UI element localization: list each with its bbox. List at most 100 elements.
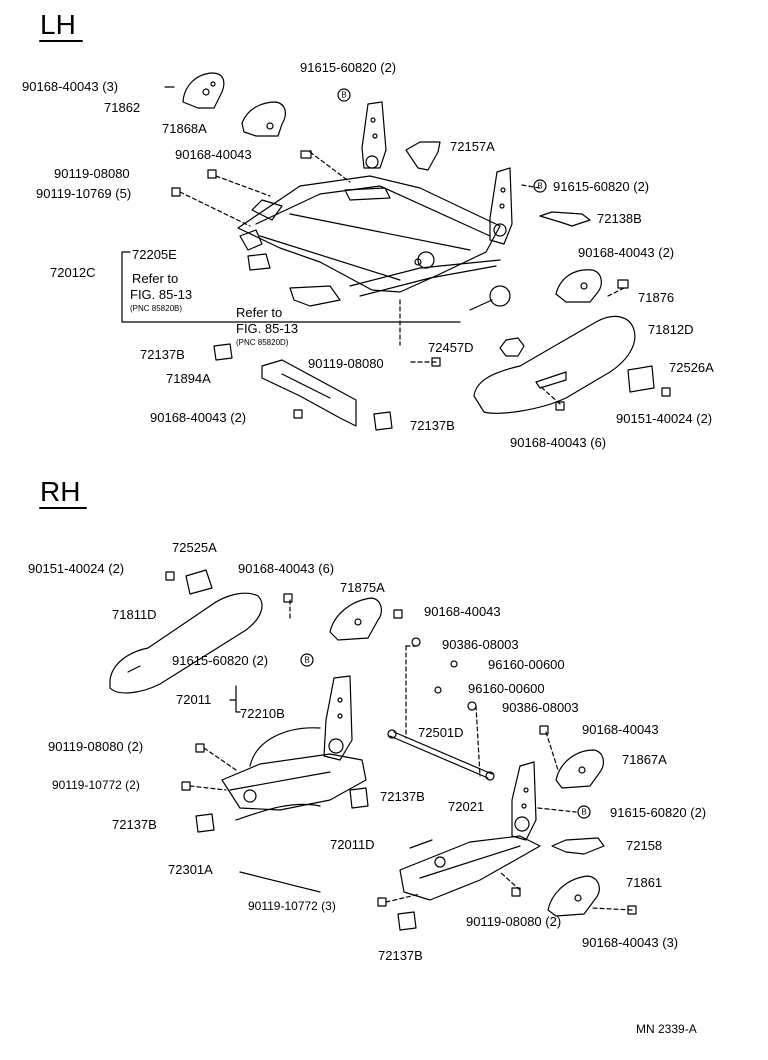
part-72501D-shape	[389, 735, 489, 779]
lh-part-4: 90119-08080	[54, 166, 130, 181]
lh-motor	[489, 285, 511, 307]
rh-part-16: 71867A	[622, 752, 667, 767]
part-71867A-shape	[555, 749, 604, 789]
rh-part-29: 72137B	[378, 948, 423, 963]
rh-part-3: 71875A	[340, 580, 385, 595]
lh-part-22: 90151-40024 (2)	[616, 411, 713, 426]
lh-switch-connector	[289, 285, 341, 307]
ref1-pnc: (PNC 85820B)	[130, 304, 183, 313]
lh-part-13: 71876	[638, 290, 675, 305]
ref2-line2: FIG. 85-13	[236, 321, 299, 336]
rh-left-recliner-arm	[323, 675, 353, 761]
part-71875A-shape	[329, 597, 382, 641]
lh-part-21: 72526A	[669, 360, 714, 375]
part-71862-shape	[182, 72, 225, 109]
part-71861-shape	[547, 875, 600, 917]
lh-part-18: 71894A	[166, 371, 211, 386]
diagram-code: MN 2339-A	[636, 1022, 697, 1036]
part-72526A-shape	[627, 365, 655, 393]
part-71811D-shape	[109, 592, 263, 694]
rh-clip-72137B-c	[397, 911, 417, 931]
lh-part-20: 72137B	[410, 418, 455, 433]
rh-part-28: 90168-40043 (3)	[582, 935, 679, 950]
part-72158-shape	[551, 837, 605, 855]
rh-part-0: 72525A	[172, 540, 217, 555]
lh-part-3: 90168-40043	[175, 147, 252, 162]
lh-part-2: 71868A	[162, 121, 207, 136]
lh-seat-frame	[237, 175, 501, 293]
rh-part-15: 90119-08080 (2)	[48, 739, 144, 754]
part-72457D-shape	[499, 337, 525, 357]
lh-part-15: 72457D	[428, 340, 474, 355]
rh-clip-72137B-b	[195, 813, 215, 833]
lh-part-8: 91615-60820 (2)	[553, 179, 650, 194]
lh-right-recliner-arm	[489, 167, 513, 245]
marker-b-2: B	[537, 182, 542, 191]
rh-seat-frame	[221, 753, 367, 811]
rh-right-recliner-arm	[511, 761, 537, 841]
lh-part-16: 90119-08080	[308, 356, 384, 371]
rh-part-20: 91615-60820 (2)	[610, 805, 707, 820]
part-71894A-shape	[261, 359, 357, 427]
rh-part-24: 71861	[626, 875, 663, 890]
rh-part-4: 90168-40043	[424, 604, 501, 619]
part-72301A-shape	[239, 871, 321, 893]
rh-part-9: 96160-00600	[468, 681, 545, 696]
rh-part-5: 71811D	[112, 607, 157, 622]
part-72157A-shape	[405, 141, 441, 171]
rh-part-11: 72011	[176, 692, 212, 707]
rh-rail	[399, 835, 541, 901]
rh-part-22: 72011D	[330, 837, 375, 852]
rh-part-6: 91615-60820 (2)	[172, 653, 269, 668]
lh-left-recliner-arm	[361, 101, 387, 169]
rh-part-7: 90386-08003	[442, 637, 519, 652]
ref2-line1: Refer to	[236, 305, 283, 320]
ref1-line1: Refer to	[132, 271, 179, 286]
lh-part-17: 72137B	[140, 347, 185, 362]
lh-part-14: 71812D	[648, 322, 694, 337]
part-71812D-shape	[473, 315, 636, 414]
lh-part-7: 72157A	[450, 139, 495, 154]
part-72525A-shape	[185, 569, 213, 595]
rh-part-26: 90119-10772 (3)	[248, 899, 336, 913]
lh-part-0: 90168-40043 (3)	[22, 79, 119, 94]
part-72138B-shape	[539, 211, 591, 227]
marker-b-3: B	[304, 656, 309, 665]
rh-part-21: 72137B	[112, 817, 157, 832]
rh-part-8: 96160-00600	[488, 657, 565, 672]
rh-part-12: 72210B	[240, 706, 285, 721]
rh-part-1: 90151-40024 (2)	[28, 561, 125, 576]
lh-part-6: 91615-60820 (2)	[300, 60, 397, 75]
rh-part-13: 72501D	[418, 725, 464, 740]
lh-part-5: 90119-10769 (5)	[36, 186, 132, 201]
rh-part-2: 90168-40043 (6)	[238, 561, 335, 576]
rh-part-17: 90119-10772 (2)	[52, 778, 140, 792]
section-rh: RH	[40, 476, 81, 507]
section-lh: LH	[40, 9, 76, 40]
rh-part-27: 90119-08080 (2)	[466, 914, 562, 929]
part-72205E-shape	[247, 253, 271, 271]
rh-part-18: 72137B	[380, 789, 425, 804]
rh-part-25: 72301A	[168, 862, 213, 877]
lh-part-1: 71862	[104, 100, 141, 115]
ref2-pnc: (PNC 85820D)	[236, 338, 289, 347]
rh-clip-72137B-a	[349, 787, 369, 809]
lh-clip-72137B-lower	[373, 411, 393, 431]
part-71876-shape	[555, 269, 602, 303]
lh-part-23: 90168-40043 (6)	[510, 435, 607, 450]
lh-clip-72137B-upper	[213, 343, 233, 361]
marker-b-4: B	[581, 808, 586, 817]
lh-part-10: 72205E	[132, 247, 177, 262]
part-71868A-shape	[241, 101, 286, 137]
marker-b-1: B	[341, 91, 346, 100]
ref1-line2: FIG. 85-13	[130, 287, 193, 302]
lh-part-12: 90168-40043 (2)	[578, 245, 675, 260]
rh-part-10: 90386-08003	[502, 700, 579, 715]
lh-part-9: 72138B	[597, 211, 642, 226]
lh-part-11: 72012C	[50, 265, 96, 280]
rh-part-14: 90168-40043	[582, 722, 659, 737]
lh-part-19: 90168-40043 (2)	[150, 410, 247, 425]
rh-part-23: 72158	[626, 838, 663, 853]
rh-part-19: 72021	[448, 799, 485, 814]
